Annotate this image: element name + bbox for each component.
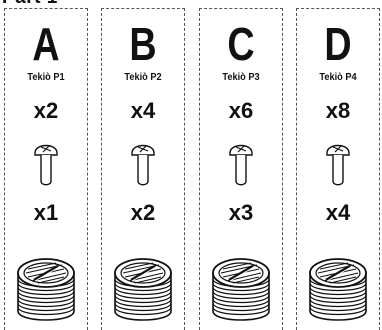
- screw-icon: [33, 139, 59, 189]
- screw-quantity: x6: [200, 99, 282, 123]
- spool-quantity: x1: [5, 201, 87, 225]
- screw-quantity: x4: [102, 99, 184, 123]
- screw-icon: [130, 139, 156, 189]
- panel-code: Tekiò P2: [105, 72, 180, 84]
- screw-icon: [228, 139, 254, 189]
- panel-letter: B: [109, 21, 176, 67]
- spool-quantity: x4: [297, 201, 379, 225]
- panel-d: D Tekiò P4 x8 x4: [296, 8, 380, 330]
- threaded-spool-icon: [209, 253, 273, 323]
- panel-code: Tekiò P4: [300, 72, 375, 84]
- screw-quantity: x2: [5, 99, 87, 123]
- screw-quantity: x8: [297, 99, 379, 123]
- panel-a: A Tekiò P1 x2 x1: [4, 8, 88, 330]
- part-heading: Part 1: [2, 0, 58, 8]
- threaded-spool-icon: [111, 253, 175, 323]
- spool-quantity: x2: [102, 201, 184, 225]
- panel-code: Tekiò P3: [203, 72, 278, 84]
- spool-quantity: x3: [200, 201, 282, 225]
- screw-icon: [325, 139, 351, 189]
- panel-letter: D: [304, 21, 371, 67]
- panel-code: Tekiò P1: [8, 72, 83, 84]
- threaded-spool-icon: [14, 253, 78, 323]
- panel-letter: A: [12, 21, 79, 67]
- threaded-spool-icon: [306, 253, 370, 323]
- panel-letter: C: [207, 21, 274, 67]
- panel-b: B Tekiò P2 x4 x2: [101, 8, 185, 330]
- panel-c: C Tekiò P3 x6 x3: [199, 8, 283, 330]
